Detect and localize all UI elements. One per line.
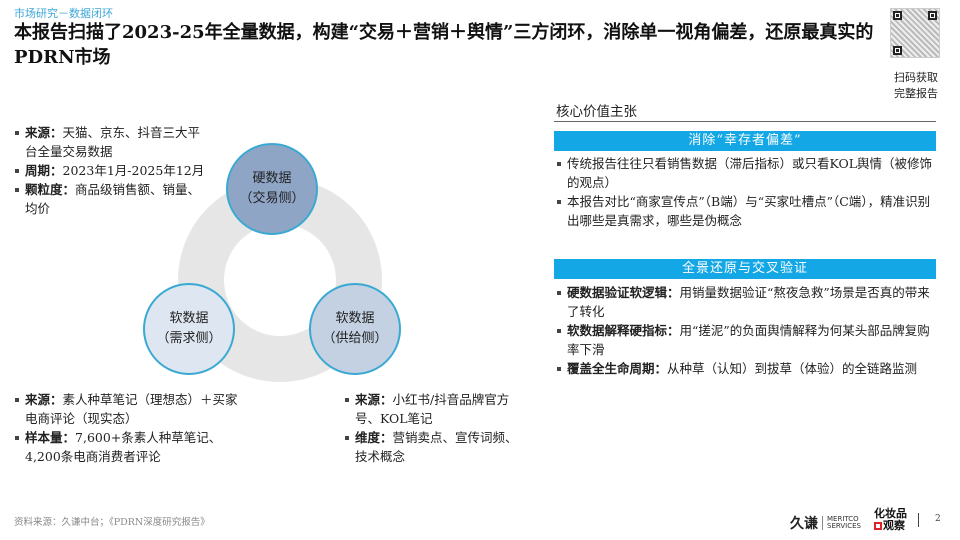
qr-label-line: 扫码获取: [894, 71, 938, 84]
supply-data-list: 来源：小红书/抖音品牌官方号、KOL笔记 维度：营销卖点、宣传词频、技术概念: [344, 390, 524, 466]
node-subtitle: （交易侧）: [239, 191, 305, 206]
qr-code: [890, 8, 940, 58]
hard-data-list: 来源：天猫、京东、抖音三大平台全量交易数据 周期：2023年1月-2025年12…: [14, 123, 210, 218]
node-title: 软数据: [335, 311, 375, 326]
list-item: 本报告对比“商家宣传点”（B端）与“买家吐槽点”（C端），精准识别出哪些是真需求…: [556, 192, 936, 230]
survivor-bias-list: 传统报告往往只看销售数据（滞后指标）或只看KOL舆情（被修饰的观点） 本报告对比…: [556, 154, 936, 230]
list-item: 软数据解释硬指标：用“搓泥”的负面舆情解释为何某头部品牌复购率下滑: [556, 321, 936, 359]
list-item: 来源：素人种草笔记（理想态）＋买家电商评论（现实态）: [14, 390, 246, 428]
list-item: 样本量：7,600+条素人种草笔记、4,200条电商消费者评论: [14, 428, 246, 466]
value-prop-heading: 核心价值主张: [556, 104, 637, 120]
logo-en-line: SERVICES: [827, 522, 861, 530]
section-band-survivor-bias: 消除“幸存者偏差”: [554, 131, 936, 151]
node-subtitle: （需求侧）: [156, 331, 222, 346]
demand-data-list: 来源：素人种草笔记（理想态）＋买家电商评论（现实态） 样本量：7,600+条素人…: [14, 390, 246, 466]
footer-divider: [918, 513, 919, 527]
section-band-cross-validation: 全景还原与交叉验证: [554, 259, 936, 279]
list-item: 来源：天猫、京东、抖音三大平台全量交易数据: [14, 123, 210, 161]
qr-finder-icon: [893, 46, 902, 55]
breadcrumb: 市场研究－数据闭环: [14, 7, 113, 20]
cosmetics-observer-logo: 化妆品 观察: [874, 508, 907, 532]
list-item: 来源：小红书/抖音品牌官方号、KOL笔记: [344, 390, 524, 428]
logo-line: 观察: [883, 519, 905, 532]
qr-finder-icon: [893, 11, 902, 20]
page-title: 本报告扫描了2023-25年全量数据，构建“交易＋营销＋舆情”三方闭环，消除单一…: [14, 22, 874, 68]
cross-validation-list: 硬数据验证软逻辑：用销量数据验证“熬夜急救”场景是否真的带来了转化 软数据解释硬…: [556, 283, 936, 378]
source-note: 资料来源：久谦中台；《PDRN深度研究报告》: [14, 517, 210, 528]
red-square-icon: [874, 522, 882, 530]
node-supply-data: 软数据 （供给侧）: [309, 283, 401, 375]
qr-label: 扫码获取 完整报告: [884, 70, 948, 102]
node-demand-data: 软数据 （需求侧）: [143, 283, 235, 375]
node-subtitle: （供给侧）: [322, 331, 388, 346]
list-item: 维度：营销卖点、宣传词频、技术概念: [344, 428, 524, 466]
divider: [554, 121, 936, 122]
qr-finder-icon: [928, 11, 937, 20]
list-item: 传统报告往往只看销售数据（滞后指标）或只看KOL舆情（被修饰的观点）: [556, 154, 936, 192]
node-hard-data: 硬数据 （交易侧）: [226, 143, 318, 235]
list-item: 颗粒度：商品级销售额、销量、均价: [14, 180, 210, 218]
node-title: 软数据: [169, 311, 209, 326]
logo-en: MERITCO SERVICES: [827, 516, 861, 530]
logo-cn: 久谦: [790, 516, 818, 532]
logo-en-line: MERITCO: [827, 515, 859, 523]
list-item: 硬数据验证软逻辑：用销量数据验证“熬夜急救”场景是否真的带来了转化: [556, 283, 936, 321]
meritco-logo: 久谦 MERITCO SERVICES: [790, 513, 861, 533]
qr-label-line: 完整报告: [894, 87, 938, 100]
list-item: 周期：2023年1月-2025年12月: [14, 161, 210, 180]
logo-line: 化妆品: [874, 507, 907, 520]
list-item: 覆盖全生命周期：从种草（认知）到拔草（体验）的全链路监测: [556, 359, 936, 378]
page-number: 2: [935, 514, 941, 524]
logo-divider: [822, 516, 823, 530]
node-title: 硬数据: [252, 171, 292, 186]
